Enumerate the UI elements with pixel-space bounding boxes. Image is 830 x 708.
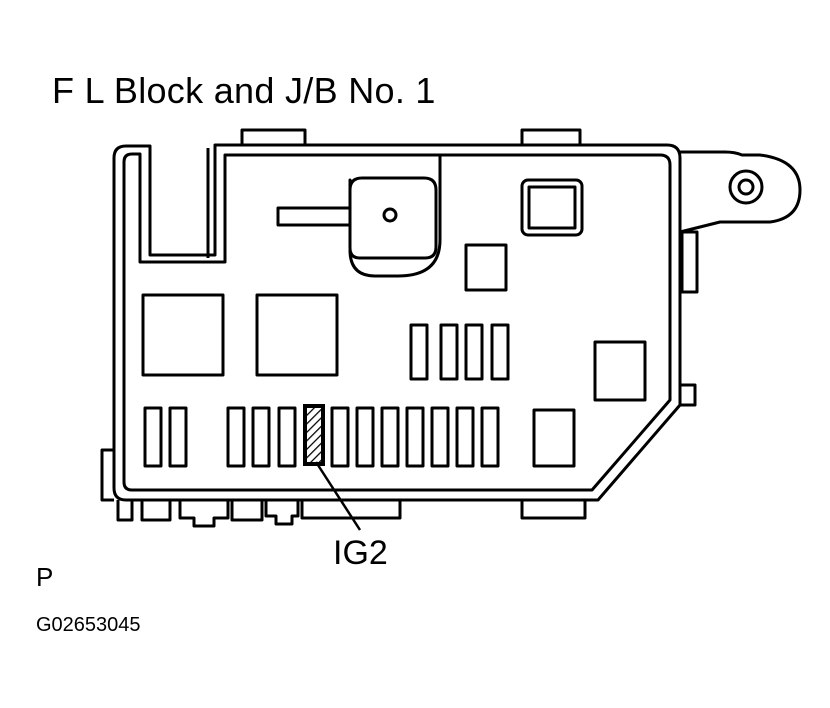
relay-large-middle bbox=[255, 293, 339, 377]
fuse-lower-3 bbox=[226, 406, 246, 468]
figure-id: G02653045 bbox=[36, 614, 141, 636]
left-connector bbox=[100, 448, 114, 502]
fuse-lower-7 bbox=[330, 406, 350, 468]
diagram-title: F L Block and J/B No. 1 bbox=[52, 70, 436, 111]
side-clip bbox=[680, 383, 697, 407]
outer-housing bbox=[112, 143, 682, 502]
fuse-lower-12 bbox=[455, 406, 475, 468]
relay-key-hole bbox=[382, 207, 398, 223]
fuse-lower-4 bbox=[251, 406, 271, 468]
bottom-tab-3 bbox=[178, 500, 230, 528]
fuse-lower-1 bbox=[143, 406, 163, 468]
top-tab-left bbox=[240, 128, 307, 145]
fuse-lower-11 bbox=[430, 406, 450, 468]
relay-right bbox=[593, 340, 647, 402]
fuse-upper-4 bbox=[490, 323, 510, 381]
fuse-lower-2 bbox=[168, 406, 188, 468]
fuse-lower-9 bbox=[380, 406, 400, 468]
fuse-lower-10 bbox=[405, 406, 425, 468]
inner-housing bbox=[122, 152, 672, 492]
bottom-tab-2 bbox=[140, 500, 172, 522]
divider-curve bbox=[348, 155, 442, 278]
bracket-hole-inner bbox=[737, 178, 755, 196]
corner-marker: P bbox=[36, 562, 54, 592]
fuse-lower-5 bbox=[277, 406, 297, 468]
top-tab-right bbox=[520, 128, 582, 145]
ig2-leader-line bbox=[314, 461, 362, 531]
fuse-upper-1 bbox=[409, 323, 429, 381]
ig2-label: IG2 bbox=[333, 534, 388, 572]
fuse-upper-3 bbox=[464, 323, 484, 381]
relay-key-body bbox=[348, 176, 438, 260]
fuse-lower-8 bbox=[355, 406, 375, 468]
fuse-lower-13 bbox=[480, 406, 500, 468]
relay-top-right-inner bbox=[527, 185, 577, 230]
relay-large-left bbox=[141, 293, 225, 377]
fuse-ig2-highlighted bbox=[303, 404, 325, 466]
mounting-bracket bbox=[679, 150, 802, 234]
bottom-tab-5 bbox=[264, 500, 300, 526]
relay-top-right bbox=[520, 178, 584, 237]
bottom-tab-1 bbox=[116, 500, 134, 522]
bottom-tab-4 bbox=[230, 500, 264, 522]
bottom-tab-7 bbox=[520, 500, 587, 520]
relay-bottom-right bbox=[532, 408, 576, 468]
relay-small bbox=[464, 243, 508, 292]
side-connector bbox=[680, 230, 699, 294]
relay-key-stem bbox=[276, 206, 350, 227]
fuse-upper-2 bbox=[439, 323, 459, 381]
bracket-hole-outer bbox=[728, 169, 764, 205]
